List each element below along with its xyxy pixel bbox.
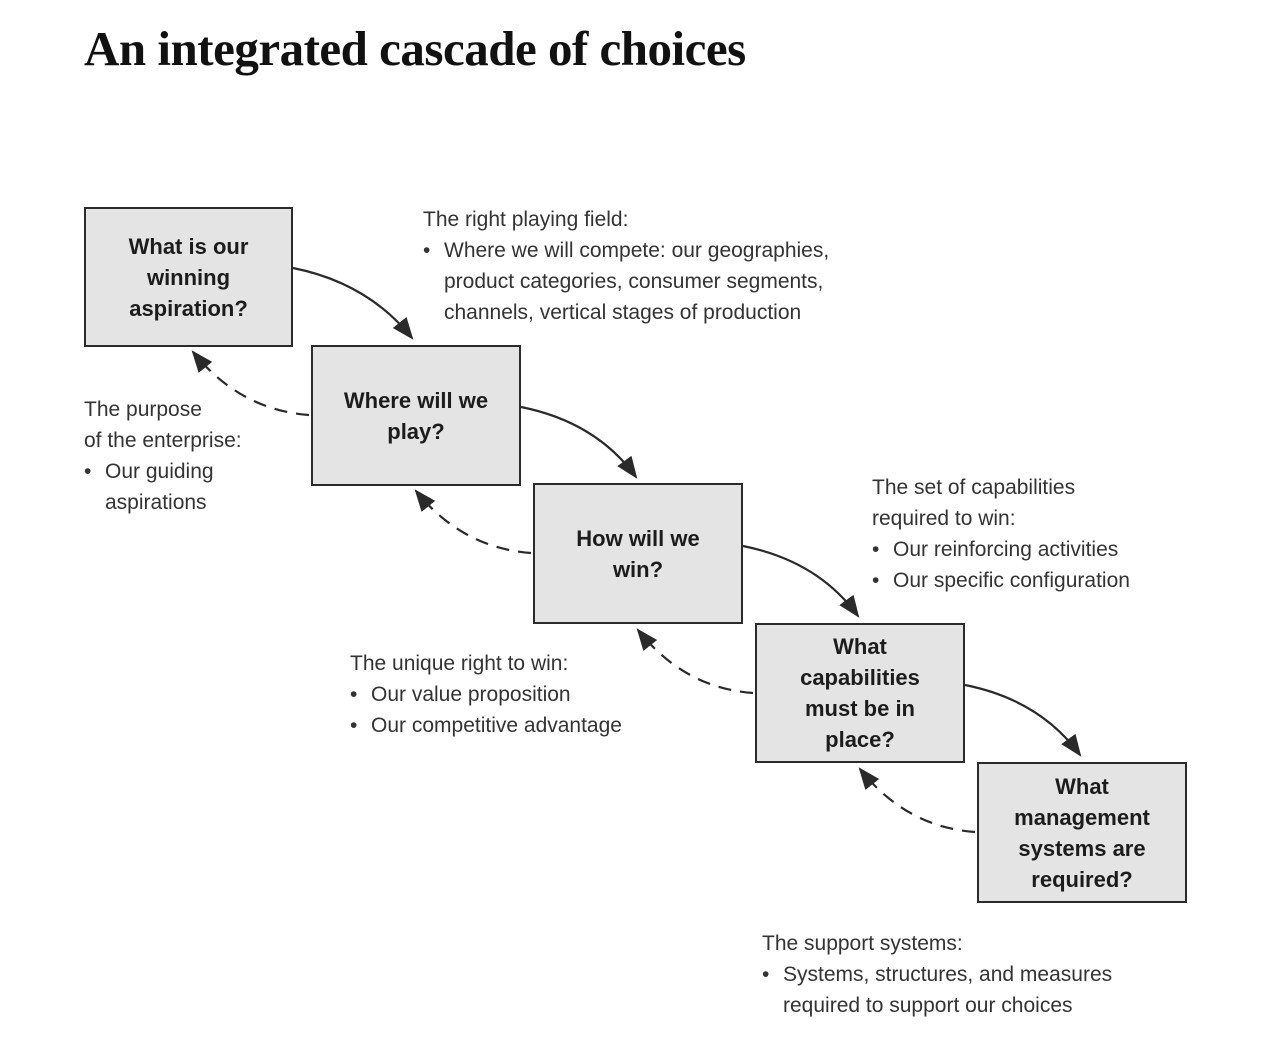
box-where-to-play: Where will we play? — [311, 345, 521, 486]
box-capabilities: What capabilities must be in place? — [755, 623, 965, 763]
box-management-systems-label: What management systems are required? — [1014, 773, 1150, 892]
page-title: An integrated cascade of choices — [84, 21, 746, 76]
arrow-box4-to-box5 — [964, 683, 1082, 757]
annotation-bullet: Where we will compete: our geographies, … — [423, 235, 953, 328]
feedback-arrow-box5-to-box4 — [858, 767, 976, 834]
arrow-box1-to-box2 — [292, 266, 414, 340]
annotation-heading: The set of capabilities required to win: — [872, 476, 1076, 530]
annotation-bullet: Our competitive advantage — [350, 710, 710, 741]
annotation-heading: The right playing field: — [423, 208, 629, 231]
annotation-purpose-of-enterprise: The purpose of the enterprise: Our guidi… — [84, 394, 344, 518]
annotation-bullet: Our value proposition — [350, 679, 710, 710]
box-winning-aspiration: What is our winning aspiration? — [84, 207, 293, 347]
annotation-heading: The support systems: — [762, 932, 963, 955]
annotation-support-systems: The support systems: Systems, structures… — [762, 928, 1212, 1021]
annotation-heading: The unique right to win: — [350, 652, 569, 675]
box-how-to-win: How will we win? — [533, 483, 743, 624]
annotation-right-playing-field: The right playing field: Where we will c… — [423, 204, 953, 328]
annotation-bullet: Our specific configuration — [872, 565, 1212, 596]
annotation-unique-right-to-win: The unique right to win: Our value propo… — [350, 648, 710, 741]
annotation-heading: The purpose of the enterprise: — [84, 398, 242, 452]
annotation-bullet: Our reinforcing activities — [872, 534, 1212, 565]
arrow-box2-to-box3 — [520, 405, 638, 479]
box-winning-aspiration-label: What is our winning aspiration? — [128, 233, 249, 321]
annotation-capabilities-required: The set of capabilities required to win:… — [872, 472, 1212, 596]
annotation-bullet: Our guiding aspirations — [84, 456, 344, 518]
annotation-bullet: Systems, structures, and measures requir… — [762, 959, 1212, 1021]
box-where-to-play-label: Where will we play? — [343, 387, 489, 444]
box-capabilities-label: What capabilities must be in place? — [800, 634, 920, 752]
feedback-arrow-box3-to-box2 — [414, 489, 532, 555]
arrow-box3-to-box4 — [742, 544, 860, 618]
box-management-systems: What management systems are required? — [977, 762, 1187, 903]
box-how-to-win-label: How will we win? — [576, 525, 700, 582]
